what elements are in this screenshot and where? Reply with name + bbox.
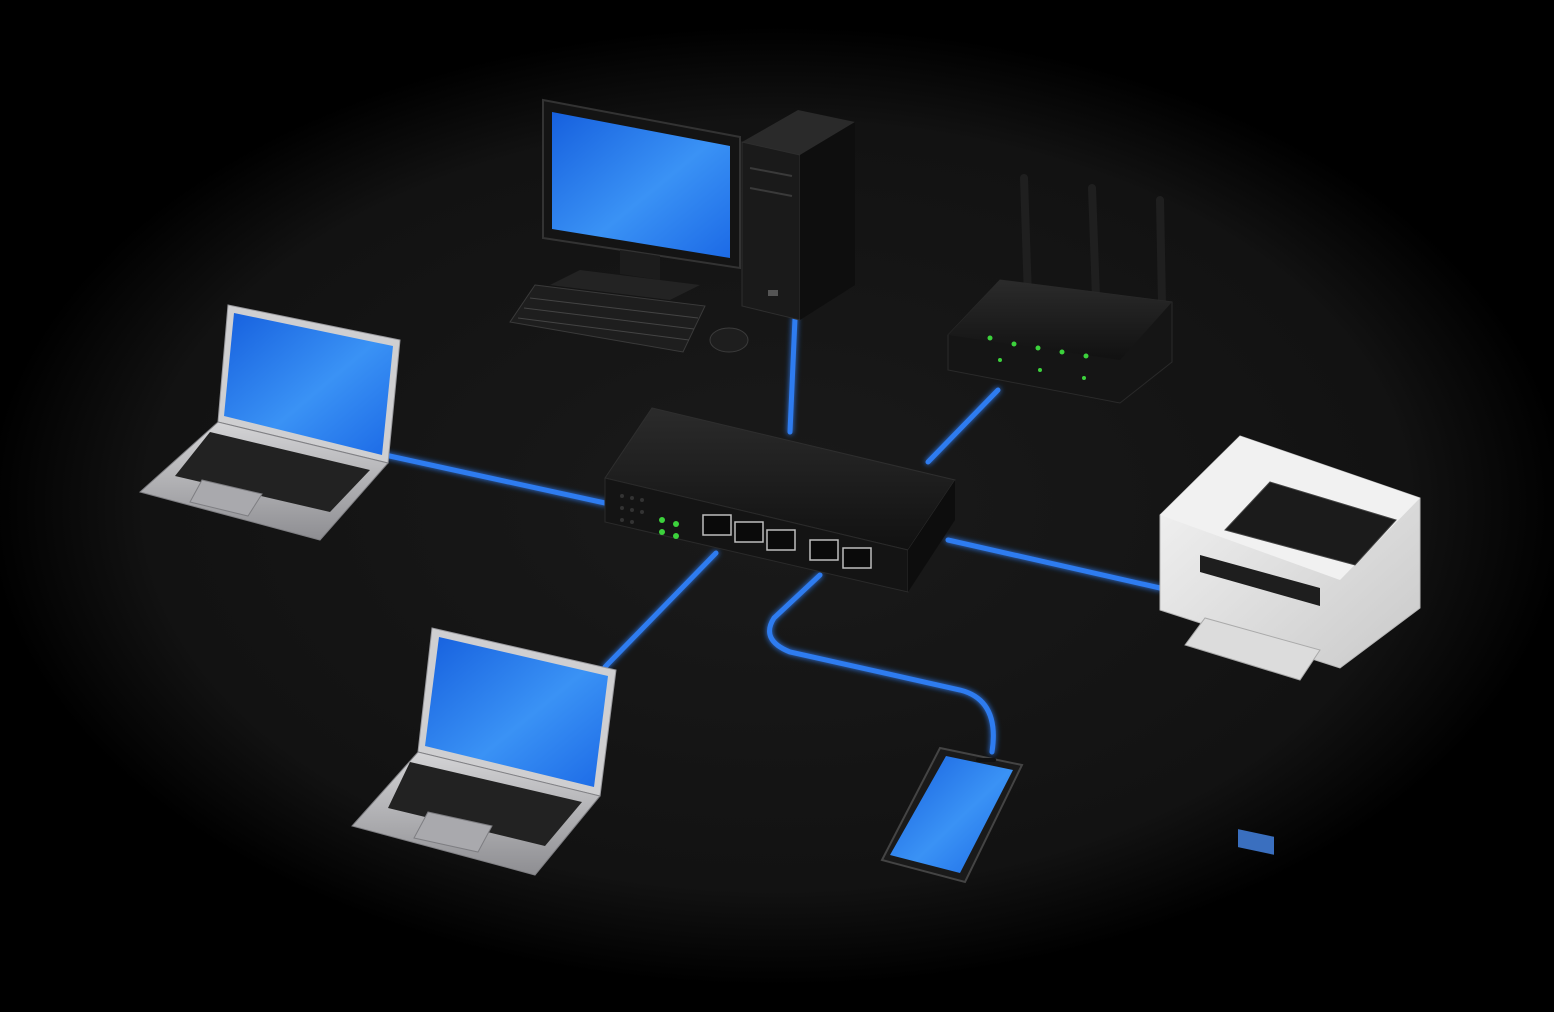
cable-switch-laptop-1 — [382, 452, 608, 506]
printer-icon — [1159, 435, 1421, 855]
network-cables — [382, 315, 1163, 755]
cable-switch-router — [925, 387, 1001, 465]
smartphone-icon — [880, 746, 1024, 884]
cable-switch-desktop — [787, 315, 798, 435]
cable-switch-printer — [945, 537, 1163, 591]
laptop-icon — [351, 627, 617, 876]
cable-switch-smartphone — [767, 572, 996, 755]
cable-switch-laptop-2 — [602, 550, 719, 670]
wireless-router-icon — [947, 174, 1173, 404]
network-switch-icon — [604, 407, 956, 593]
laptop-icon — [138, 304, 401, 541]
desktop-computer-icon — [509, 98, 855, 353]
